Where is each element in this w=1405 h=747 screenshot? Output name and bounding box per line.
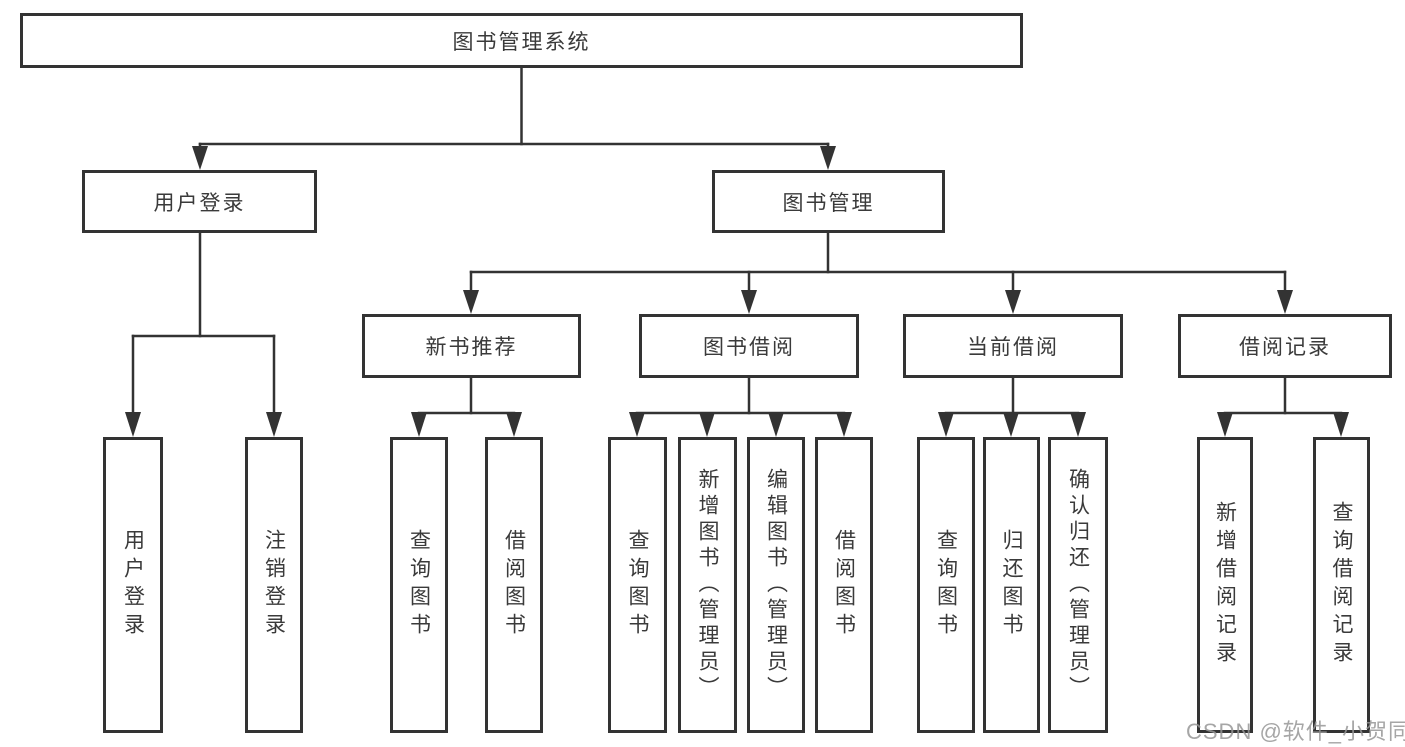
- node-borrow-records: 借阅记录: [1178, 314, 1392, 378]
- node-book-management: 图书管理: [712, 170, 945, 233]
- csdn-watermark: CSDN @软件_小贺同学: [1186, 719, 1405, 744]
- leaf-query-books-borrow: 查询图书: [608, 437, 667, 733]
- leaf-label: 借阅图书: [502, 529, 526, 641]
- leaf-query-books-current: 查询图书: [917, 437, 975, 733]
- leaf-label: 新增借阅记录: [1213, 501, 1237, 669]
- leaf-label: 编辑图书（管理员）: [764, 468, 788, 702]
- leaf-borrow-books-recommend: 借阅图书: [485, 437, 543, 733]
- leaf-label: 查询图书: [934, 529, 958, 641]
- leaf-label: 归还图书: [1000, 529, 1023, 641]
- leaf-return-book: 归还图书: [983, 437, 1040, 733]
- leaf-label: 查询图书: [626, 529, 649, 641]
- leaf-add-book-admin: 新增图书（管理员）: [678, 437, 737, 733]
- node-book-borrow: 图书借阅: [639, 314, 859, 378]
- arrowheads: [125, 146, 1349, 437]
- leaf-query-books-recommend: 查询图书: [390, 437, 448, 733]
- leaf-borrow-books-borrow: 借阅图书: [815, 437, 873, 733]
- leaf-edit-book-admin: 编辑图书（管理员）: [747, 437, 805, 733]
- node-user-login: 用户登录: [82, 170, 317, 233]
- leaf-query-borrow-record: 查询借阅记录: [1313, 437, 1370, 733]
- leaf-confirm-return-admin: 确认归还（管理员）: [1048, 437, 1108, 733]
- node-current-borrow: 当前借阅: [903, 314, 1123, 378]
- leaf-user-login: 用户登录: [103, 437, 163, 733]
- leaf-label: 注销登录: [262, 529, 286, 641]
- leaf-label: 确认归还（管理员）: [1066, 468, 1090, 702]
- leaf-label: 查询借阅记录: [1330, 501, 1353, 669]
- node-new-book-recommend: 新书推荐: [362, 314, 581, 378]
- leaf-label: 新增图书（管理员）: [696, 468, 719, 702]
- leaf-label: 查询图书: [407, 529, 431, 641]
- leaf-logout: 注销登录: [245, 437, 303, 733]
- node-library-system: 图书管理系统: [20, 13, 1023, 68]
- leaf-label: 用户登录: [121, 529, 145, 641]
- leaf-add-borrow-record: 新增借阅记录: [1197, 437, 1253, 733]
- leaf-label: 借阅图书: [832, 529, 856, 641]
